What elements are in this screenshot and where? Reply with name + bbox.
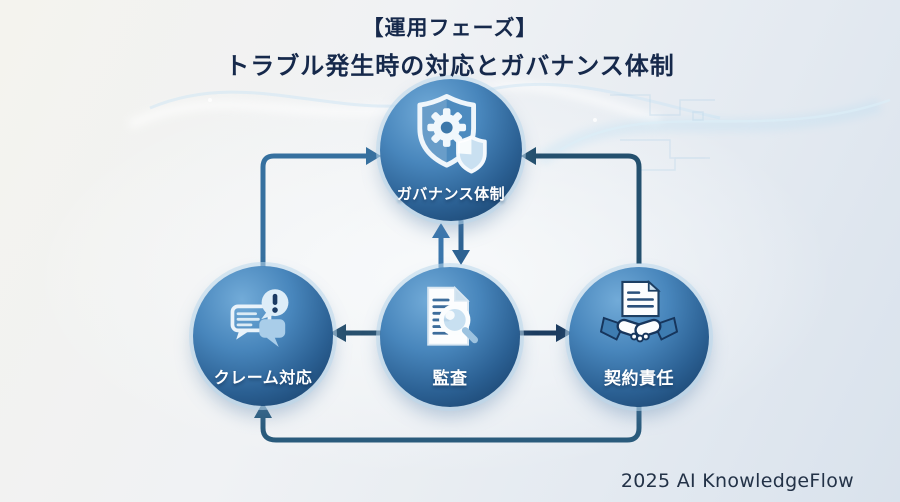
node-claims: クレーム対応 — [193, 266, 333, 406]
shield-gear-icon — [417, 93, 487, 174]
node-governance: ガバナンス体制 — [380, 79, 522, 221]
edge-contract-to-claims — [254, 402, 642, 443]
circuit-pattern — [610, 94, 715, 171]
node-label: 監査 — [432, 369, 468, 389]
edge-audit-to-governance — [432, 223, 450, 268]
title-line-1: 【運用フェーズ】 — [362, 16, 538, 40]
node-audit: 監査 — [380, 267, 520, 407]
document-magnifier-icon — [427, 285, 479, 346]
edge-governance-to-audit — [452, 220, 470, 265]
node-label: 契約責任 — [604, 369, 674, 389]
page-title: 【運用フェーズ】 トラブル発生時の対応とガバナンス体制 — [0, 12, 900, 81]
title-line-2: トラブル発生時の対応とガバナンス体制 — [225, 52, 675, 80]
node-label: ガバナンス体制 — [396, 185, 506, 203]
speech-alert-icon — [230, 289, 289, 348]
footer-credit: 2025 AI KnowledgeFlow — [620, 470, 854, 492]
node-contract: 契約責任 — [569, 267, 709, 407]
edge-claims-to-governance — [260, 147, 381, 268]
document-handshake-icon — [600, 279, 678, 343]
edge-audit-to-contract — [512, 324, 572, 342]
edge-contract-to-governance — [521, 147, 642, 264]
node-label: クレーム対応 — [213, 368, 313, 387]
